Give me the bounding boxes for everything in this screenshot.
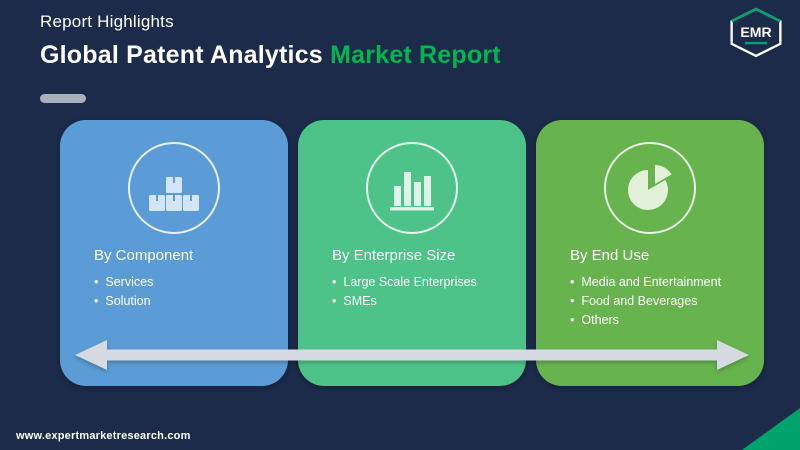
report-eyebrow: Report Highlights: [40, 12, 174, 31]
emr-logo: EMR: [726, 6, 786, 64]
website-url: www.expertmarketresearch.com: [16, 430, 191, 442]
card-item-list: Media and Entertainment Food and Beverag…: [570, 273, 754, 330]
list-item: Solution: [94, 292, 278, 311]
hexagon-logo-icon: EMR: [730, 7, 782, 58]
icon-circle: [604, 142, 696, 234]
card-title: By End Use: [570, 247, 650, 264]
bar-chart-icon: [390, 172, 434, 211]
boxes-icon: [149, 177, 199, 211]
list-item: SMEs: [332, 292, 516, 311]
list-item: Large Scale Enterprises: [332, 273, 516, 292]
page-title-main: Global Patent Analytics: [40, 41, 323, 69]
card-title: By Enterprise Size: [332, 247, 456, 264]
card-by-component: By Component Services Solution: [60, 120, 288, 386]
pie-chart-icon: [627, 165, 672, 210]
list-item: Services: [94, 273, 278, 292]
logo-text: EMR: [740, 24, 771, 40]
segment-cards: By Component Services Solution By Enterp…: [60, 120, 764, 386]
card-by-enterprise-size: By Enterprise Size Large Scale Enterpris…: [298, 120, 526, 386]
card-item-list: Services Solution: [94, 273, 278, 311]
list-item: Others: [570, 311, 754, 330]
corner-triangle-accent: [742, 408, 800, 450]
icon-circle: [366, 142, 458, 234]
card-title: By Component: [94, 247, 194, 264]
card-by-end-use: By End Use Media and Entertainment Food …: [536, 120, 764, 386]
page-title: Global Patent Analytics Market Report: [40, 41, 501, 70]
list-item: Media and Entertainment: [570, 273, 754, 292]
card-item-list: Large Scale Enterprises SMEs: [332, 273, 516, 311]
header: Report Highlights Global Patent Analytic…: [40, 12, 501, 70]
title-underline-bar: [40, 94, 86, 103]
icon-circle: [128, 142, 220, 234]
page-title-accent: Market Report: [330, 41, 501, 69]
list-item: Food and Beverages: [570, 292, 754, 311]
